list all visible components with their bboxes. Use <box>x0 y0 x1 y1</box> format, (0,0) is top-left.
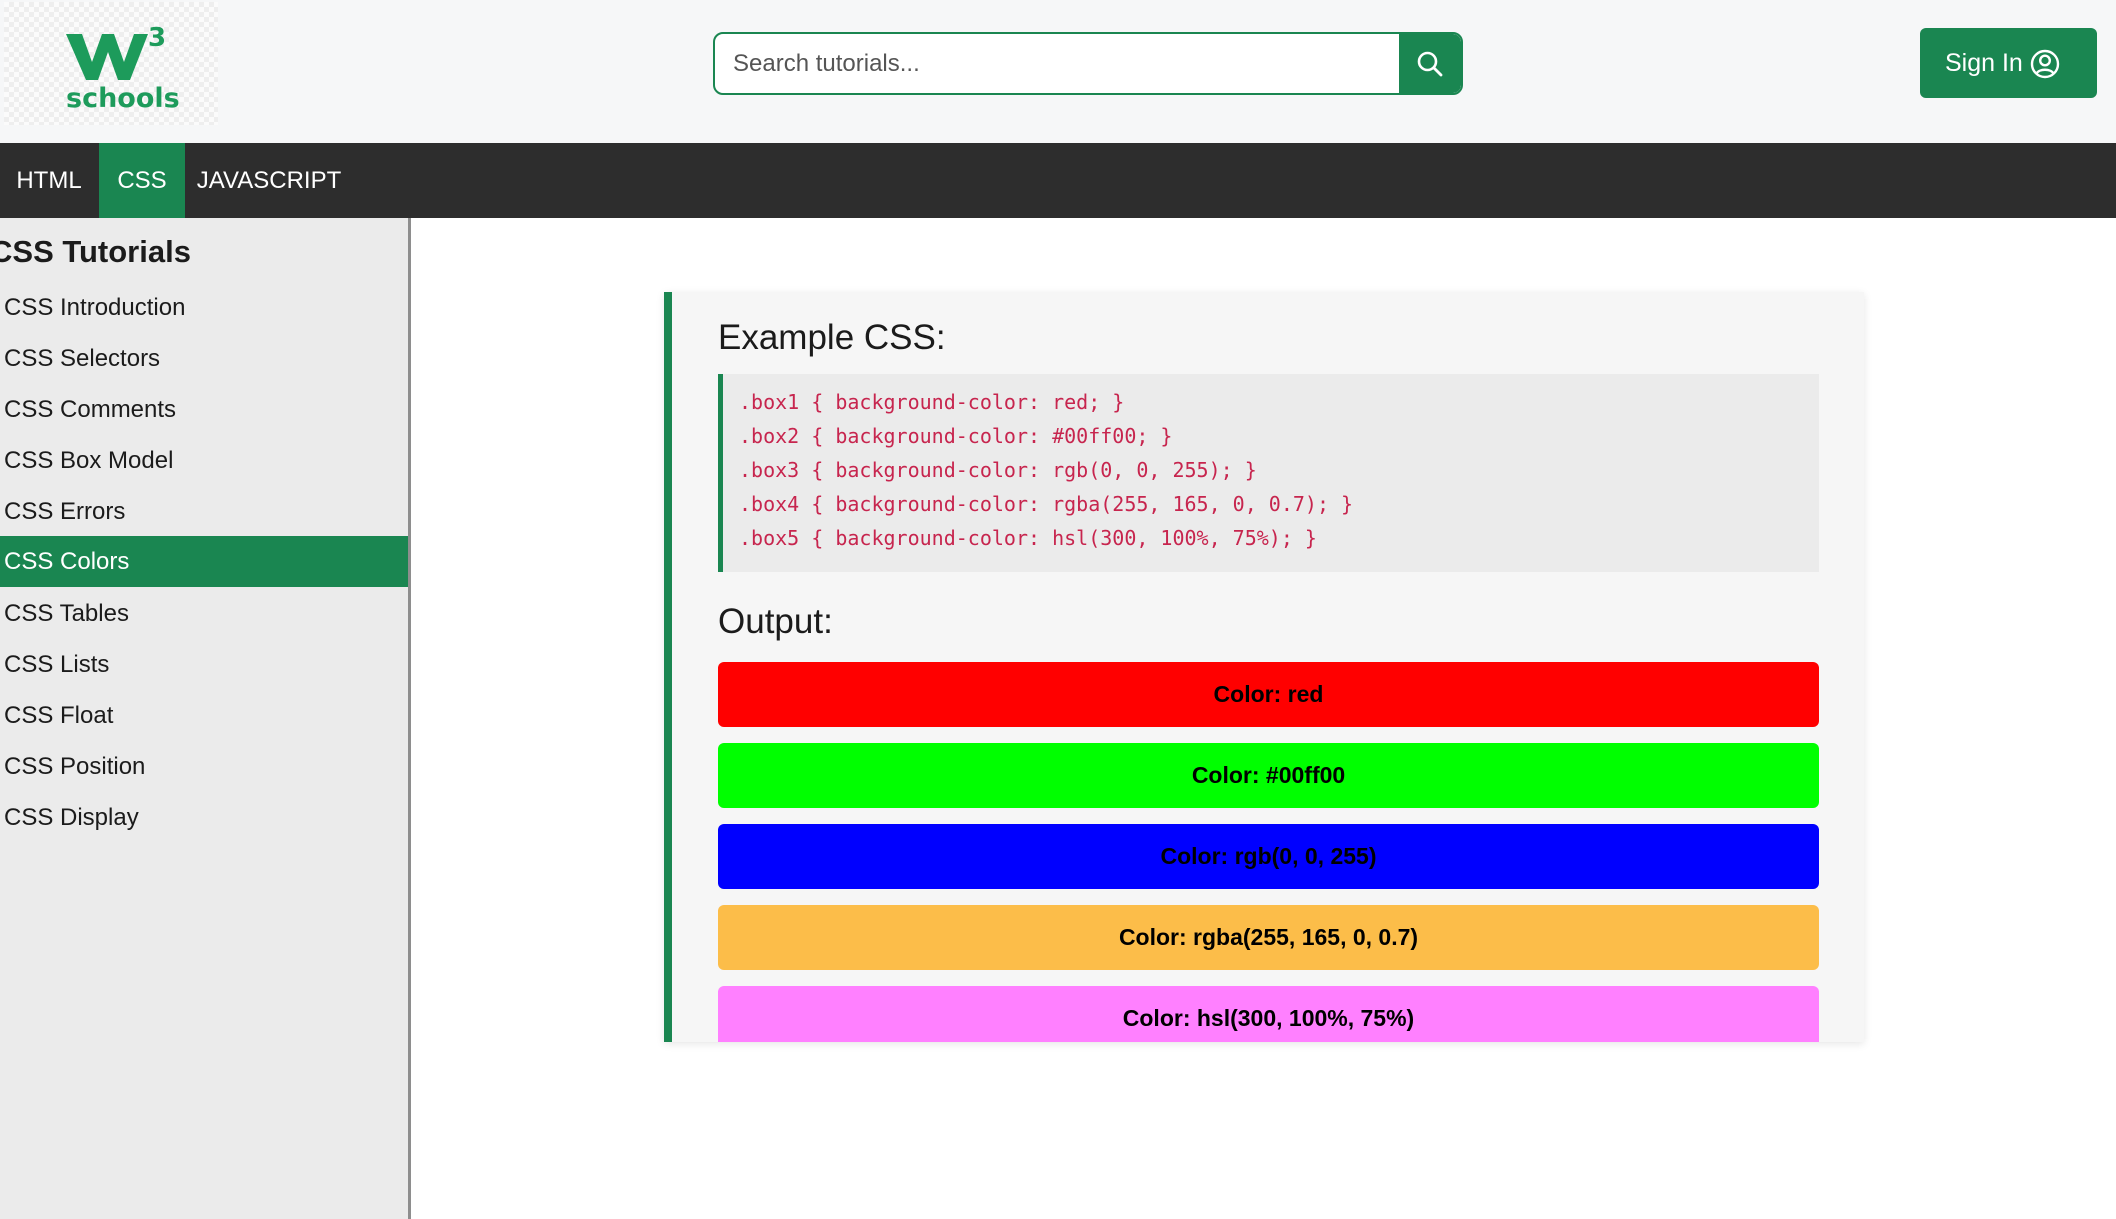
example-card: Example CSS: .box1 { background-color: r… <box>664 292 1864 1042</box>
site-header: 3 schools Sign In <box>0 0 2116 143</box>
sidebar-item-label: CSS Lists <box>4 651 110 678</box>
code-line: .box1 { background-color: red; } <box>739 390 1125 414</box>
sidebar-item-css-comments[interactable]: CSS Comments <box>0 384 408 435</box>
nav-tab-label: CSS <box>117 167 167 194</box>
search-icon <box>1417 51 1443 77</box>
sidebar-item-css-selectors[interactable]: CSS Selectors <box>0 333 408 384</box>
nav-tab-html[interactable]: HTML <box>0 143 98 218</box>
sidebar-item-css-position[interactable]: CSS Position <box>0 741 408 792</box>
color-box-red: Color: red <box>718 662 1819 727</box>
sidebar: CSS Tutorials CSS Introduction CSS Selec… <box>0 218 411 1219</box>
color-box-pink: Color: hsl(300, 100%, 75%) <box>718 986 1819 1042</box>
top-nav-bar: HTML CSS JAVASCRIPT <box>0 143 2116 218</box>
sign-in-button[interactable]: Sign In <box>1920 28 2097 98</box>
sidebar-item-label: CSS Errors <box>4 498 126 525</box>
sign-in-label: Sign In <box>1945 49 2023 77</box>
sidebar-item-label: CSS Selectors <box>4 345 161 372</box>
sidebar-item-label: CSS Tables <box>4 600 129 627</box>
code-line: .box5 { background-color: hsl(300, 100%,… <box>739 526 1317 550</box>
code-line: .box4 { background-color: rgba(255, 165,… <box>739 492 1354 516</box>
code-block: .box1 { background-color: red; } .box2 {… <box>718 374 1819 572</box>
sidebar-item-css-lists[interactable]: CSS Lists <box>0 639 408 690</box>
sidebar-item-label: CSS Introduction <box>4 294 186 321</box>
color-box-orange: Color: rgba(255, 165, 0, 0.7) <box>718 905 1819 970</box>
code-line: .box3 { background-color: rgb(0, 0, 255)… <box>739 458 1257 482</box>
sidebar-item-css-errors[interactable]: CSS Errors <box>0 486 408 537</box>
sidebar-item-label: CSS Position <box>4 753 146 780</box>
sidebar-item-css-float[interactable]: CSS Float <box>0 690 408 741</box>
w3schools-logo[interactable]: 3 schools <box>4 2 218 125</box>
sidebar-item-label: CSS Colors <box>4 548 130 575</box>
nav-tab-css[interactable]: CSS <box>99 143 185 218</box>
code-line: .box2 { background-color: #00ff00; } <box>739 424 1173 448</box>
sidebar-item-css-colors[interactable]: CSS Colors <box>0 536 408 587</box>
color-box-lime: Color: #00ff00 <box>718 743 1819 808</box>
sidebar-item-css-box-model[interactable]: CSS Box Model <box>0 435 408 486</box>
sidebar-item-css-introduction[interactable]: CSS Introduction <box>0 282 408 333</box>
search-button[interactable] <box>1399 34 1461 93</box>
sidebar-item-css-tables[interactable]: CSS Tables <box>0 588 408 639</box>
logo-superscript: 3 <box>148 23 164 53</box>
nav-tab-javascript[interactable]: JAVASCRIPT <box>192 143 346 218</box>
output-heading: Output: <box>718 602 833 641</box>
logo-text: schools <box>66 83 180 114</box>
nav-tab-label: JAVASCRIPT <box>196 167 342 194</box>
sidebar-item-css-display[interactable]: CSS Display <box>0 792 408 843</box>
sidebar-item-label: CSS Box Model <box>4 447 174 474</box>
user-circle-icon <box>2030 49 2060 79</box>
nav-tab-label: HTML <box>16 167 82 194</box>
sidebar-item-label: CSS Display <box>4 804 139 831</box>
sidebar-item-label: CSS Comments <box>4 396 177 423</box>
example-heading: Example CSS: <box>718 318 946 357</box>
search-input[interactable] <box>715 34 1399 93</box>
sidebar-title: CSS Tutorials <box>0 234 191 269</box>
color-box-blue: Color: rgb(0, 0, 255) <box>718 824 1819 889</box>
sidebar-item-label: CSS Float <box>4 702 114 729</box>
w3-logo-icon: 3 <box>66 23 164 80</box>
search-box <box>713 32 1463 95</box>
